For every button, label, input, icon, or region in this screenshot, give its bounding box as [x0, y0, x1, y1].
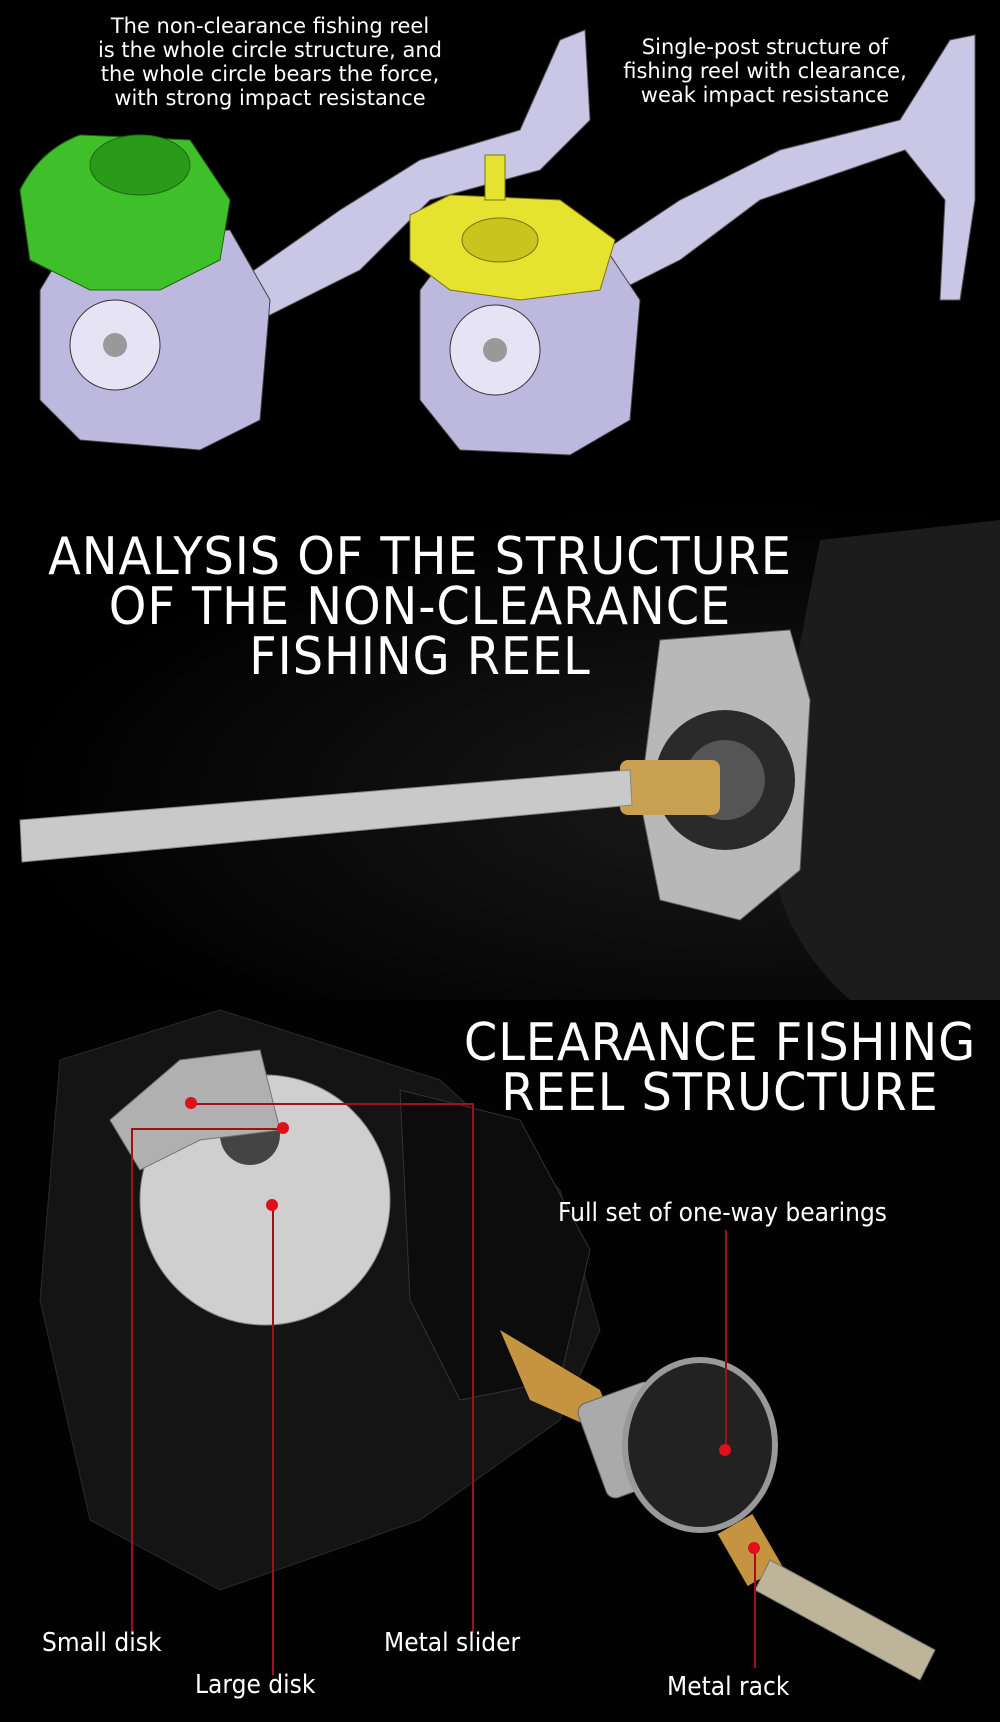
heading-line: FISHING REEL — [249, 627, 591, 687]
label-large-disk: Large disk — [195, 1670, 316, 1700]
heading-line: REEL STRUCTURE — [501, 1063, 939, 1123]
steel-shaft — [19, 769, 633, 863]
yellow-single-post — [484, 154, 506, 201]
right-reel-hub — [483, 338, 507, 362]
caption-line: the whole circle bears the force, — [100, 62, 440, 86]
left-reel-hub — [103, 333, 127, 357]
marker-dot — [185, 1097, 197, 1109]
bearing-leader-line — [725, 1230, 727, 1450]
green-part-opening — [89, 134, 191, 196]
label-metal-rack: Metal rack — [667, 1672, 790, 1702]
metal-rack-leader-line — [754, 1548, 756, 1668]
caption-line: with strong impact resistance — [114, 86, 426, 110]
right-reel-handle-arm — [589, 34, 976, 301]
label-one-way-bearings: Full set of one-way bearings — [558, 1198, 887, 1228]
heading-line: CLEARANCE FISHING — [463, 1013, 977, 1073]
caption-line: Single-post structure of — [641, 35, 889, 59]
marker-dot — [266, 1199, 278, 1211]
yellow-part-opening — [461, 217, 539, 263]
one-way-bearing — [622, 1357, 778, 1533]
marker-dot — [719, 1444, 731, 1456]
label-metal-slider: Metal slider — [384, 1628, 521, 1658]
brass-pinion — [620, 760, 720, 815]
non-clearance-heading: ANALYSIS OF THE STRUCTURE OF THE NON-CLE… — [34, 527, 807, 687]
marker-dot — [277, 1122, 289, 1134]
clearance-panel: CLEARANCE FISHING REEL STRUCTURE Full se… — [0, 1000, 1000, 1722]
large-disk-leader-line — [272, 1205, 274, 1675]
metal-rack — [754, 1559, 936, 1681]
clearance-heading: CLEARANCE FISHING REEL STRUCTURE — [453, 1013, 987, 1123]
small-disk — [109, 1049, 281, 1171]
caption-line: weak impact resistance — [640, 83, 890, 107]
clearance-caption: Single-post structure of fishing reel wi… — [590, 35, 940, 107]
caption-line: The non-clearance fishing reel — [110, 14, 430, 38]
reel-shaft-photo — [19, 520, 1000, 1000]
non-clearance-caption: The non-clearance fishing reel is the wh… — [60, 14, 480, 110]
cad-comparison-panel: The non-clearance fishing reel is the wh… — [0, 0, 1000, 500]
small-disk-leader-line — [131, 1128, 133, 1633]
metal-slider-leader-line — [472, 1103, 474, 1633]
reel-housing — [769, 520, 1000, 1000]
marker-dot — [748, 1542, 760, 1554]
caption-line: fishing reel with clearance, — [623, 59, 907, 83]
label-small-disk: Small disk — [42, 1628, 162, 1658]
non-clearance-panel: ANALYSIS OF THE STRUCTURE OF THE NON-CLE… — [0, 500, 1000, 1000]
cad-reel-illustration — [19, 29, 976, 456]
small-disk-leader-line — [131, 1128, 283, 1130]
left-reel-handle-arm — [239, 29, 591, 321]
heading-line: OF THE NON-CLEARANCE — [108, 577, 732, 637]
heading-line: ANALYSIS OF THE STRUCTURE — [48, 527, 792, 587]
metal-slider-leader-line — [192, 1103, 474, 1105]
clearance-reel-photo — [39, 1009, 936, 1681]
caption-line: is the whole circle structure, and — [97, 38, 443, 62]
